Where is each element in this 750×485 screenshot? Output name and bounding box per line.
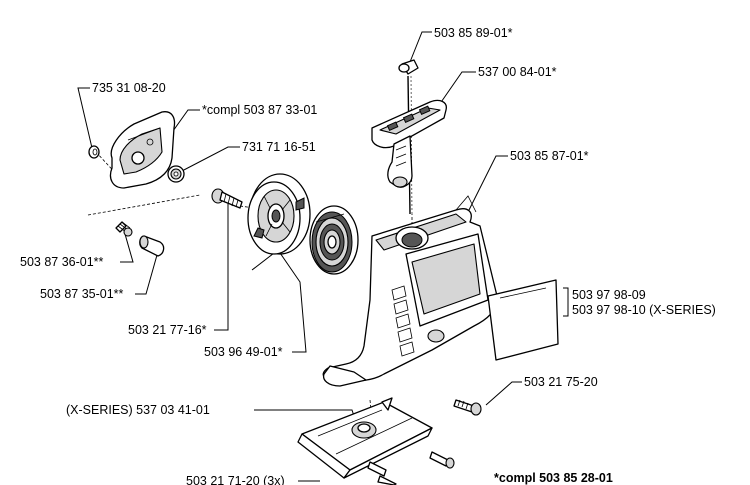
decal-part	[487, 279, 559, 361]
label-503-96-49-01: 503 96 49-01*	[204, 345, 283, 359]
label-537-03-41-01: (X-SERIES) 537 03 41-01	[66, 403, 210, 417]
spring-part	[115, 221, 133, 237]
label-503-85-89-01: 503 85 89-01*	[434, 26, 513, 40]
screw-part-right	[453, 399, 482, 416]
part-number-labels: 503 85 89-01* 537 00 84-01* 735 31 08-20…	[20, 26, 716, 485]
label-503-85-87-01: 503 85 87-01*	[510, 149, 589, 163]
label-503-87-35-01: 503 87 35-01**	[40, 287, 124, 301]
label-503-87-36-01: 503 87 36-01**	[20, 255, 104, 269]
label-503-97-98-09: 503 97 98-09	[572, 288, 646, 302]
label-503-21-75-20: 503 21 75-20	[524, 375, 598, 389]
label-735-31-08-20: 735 31 08-20	[92, 81, 166, 95]
label-503-21-71-20: 503 21 71-20 (3x)	[186, 474, 285, 485]
washer-part	[88, 145, 100, 159]
label-503-21-77-16: 503 21 77-16*	[128, 323, 207, 337]
label-537-00-84-01: 537 00 84-01*	[478, 65, 557, 79]
pawl-part	[139, 235, 165, 257]
label-compl-503-85-28-01: *compl 503 85 28-01	[494, 471, 613, 485]
cover-assembly-part	[109, 111, 176, 189]
label-731-71-16-51: 731 71 16-51	[242, 140, 316, 154]
starter-housing-part	[322, 195, 499, 387]
screw-part-left	[211, 188, 243, 209]
nut-part	[167, 165, 185, 183]
label-503-97-98-10: 503 97 98-10 (X-SERIES)	[572, 303, 716, 317]
starter-handle-part	[371, 99, 447, 188]
recoil-spring-part	[309, 205, 359, 275]
plate-screws-part	[367, 451, 455, 485]
bottom-plate-part	[297, 397, 433, 479]
rope-pulley-part	[247, 173, 311, 255]
label-compl-503-87-33-01: *compl 503 87 33-01	[202, 103, 317, 117]
